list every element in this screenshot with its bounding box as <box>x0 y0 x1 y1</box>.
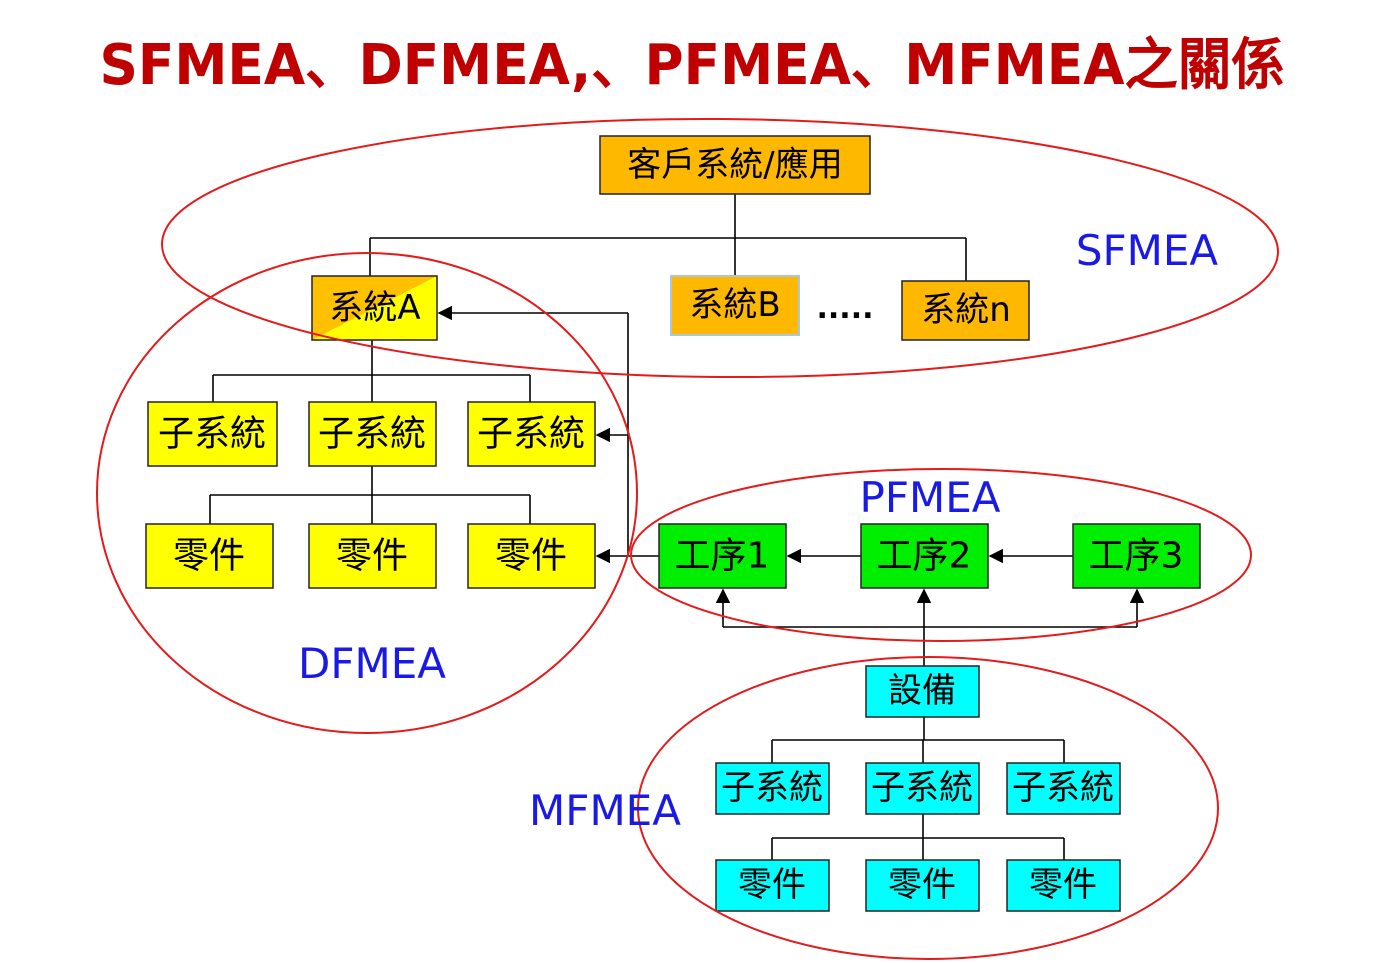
equipment-part-box <box>715 859 830 912</box>
dfmea-scope-ellipse <box>96 252 638 734</box>
part-label: 零件 <box>336 536 408 577</box>
part-box <box>467 523 596 589</box>
process-1-label: 工序1 <box>675 536 770 577</box>
equipment-part-row: 零件 零件 零件 <box>715 859 1121 912</box>
equipment-part-label: 零件 <box>888 865 956 905</box>
pfmea-scope-ellipse <box>630 468 1252 642</box>
equipment-subsystem-label: 子系統 <box>871 768 973 808</box>
part-box <box>308 523 437 589</box>
subsystem-box <box>467 401 596 467</box>
system-a-label: 系統A <box>329 288 420 328</box>
system-b-label: 系統B <box>689 285 780 325</box>
process-3-label: 工序3 <box>1089 536 1184 577</box>
part-label: 零件 <box>173 536 245 577</box>
subsystem-label: 子系統 <box>318 414 426 455</box>
equipment-part-box <box>1006 859 1121 912</box>
pfmea-label: PFMEA <box>860 473 1001 522</box>
node-system-b: 系統B <box>670 275 800 336</box>
equipment-part-box <box>865 859 980 912</box>
equipment-part-label: 零件 <box>738 865 806 905</box>
system-n-label: 系統n <box>921 290 1011 330</box>
node-system-n: 系統n <box>901 280 1030 341</box>
part-box <box>145 523 274 589</box>
part-label: 零件 <box>495 536 567 577</box>
process-arrows <box>437 305 1145 666</box>
equipment-subsystem-label: 子系統 <box>721 768 823 808</box>
mfmea-label: MFMEA <box>529 786 681 835</box>
equipment-label: 設備 <box>888 671 956 711</box>
part-row: 零件 零件 零件 <box>145 523 596 589</box>
node-customer-system: 客戶系統/應用 <box>599 135 871 195</box>
equipment-subsystem-box <box>715 762 830 815</box>
system-b-box <box>670 275 800 336</box>
equipment-connectors <box>771 717 1065 860</box>
process-2-label: 工序2 <box>877 536 972 577</box>
system-a-box <box>311 275 438 341</box>
ellipsis-text: ..... <box>817 291 874 326</box>
equipment-box <box>865 665 980 718</box>
subsystem-label: 子系統 <box>477 414 585 455</box>
equipment-subsystem-label: 子系統 <box>1012 768 1114 808</box>
process-2-box <box>860 523 989 589</box>
node-system-a: 系統A <box>311 275 438 341</box>
mfmea-scope-ellipse <box>637 656 1219 960</box>
equipment-part-label: 零件 <box>1029 865 1097 905</box>
customer-system-box <box>599 135 871 195</box>
sfmea-label: SFMEA <box>1076 226 1219 275</box>
subsystem-box <box>308 401 437 467</box>
sfmea-scope-ellipse <box>161 117 1279 379</box>
customer-system-connectors <box>369 194 967 281</box>
subsystem-row: 子系統 子系統 子系統 <box>147 401 596 467</box>
subsystem-box <box>147 401 278 467</box>
page-title: SFMEA、DFMEA,、PFMEA、MFMEA之關係 <box>100 33 1285 98</box>
process-1-box <box>658 523 787 589</box>
equipment-subsystem-box <box>1006 762 1121 815</box>
process-3-box <box>1072 523 1201 589</box>
dfmea-label: DFMEA <box>298 639 446 688</box>
subsystem-label: 子系統 <box>158 414 266 455</box>
process-row: 工序1 工序2 工序3 <box>658 523 1201 589</box>
customer-system-label: 客戶系統/應用 <box>627 145 842 185</box>
node-equipment: 設備 <box>865 665 980 718</box>
equipment-subsystem-box <box>865 762 980 815</box>
equipment-subsystem-row: 子系統 子系統 子系統 <box>715 762 1121 815</box>
system-n-box <box>901 280 1030 341</box>
